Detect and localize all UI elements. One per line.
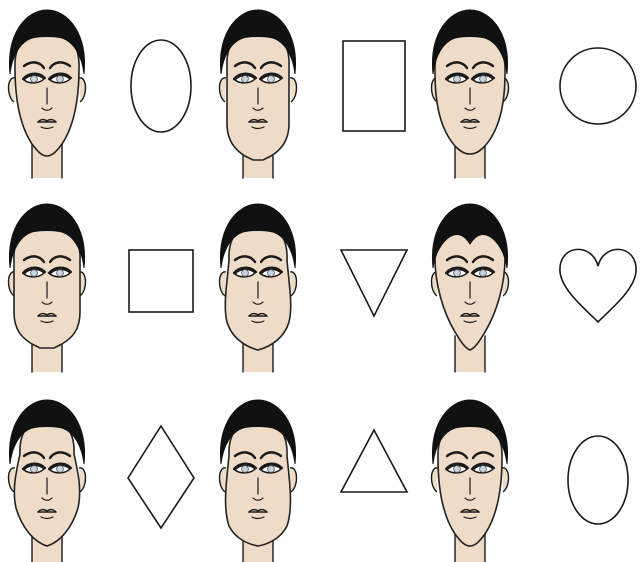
face-illustration-heart [431,204,508,372]
inverted-triangle-icon [341,250,407,316]
ear-right [79,78,86,102]
ear-right [290,78,297,102]
ear-left [8,78,15,102]
oval-icon [131,40,191,132]
iris-right [57,270,64,277]
heart-icon [560,249,636,322]
iris-right [268,466,275,473]
iris-right [480,270,487,277]
iris-left [242,76,249,83]
iris-right [57,466,64,473]
ear-left [219,468,226,492]
iris-left [454,466,461,473]
face-illustration-square [8,204,85,372]
iris-right [268,76,275,83]
iris-left [31,466,38,473]
iris-left [242,466,249,473]
ear-right [290,468,297,492]
face-illustration-triangle [219,204,296,372]
rectangle-icon [343,41,405,131]
iris-left [31,270,38,277]
square-icon [129,250,193,312]
face-illustration-round [431,10,508,178]
iris-right [268,270,275,277]
face-illustration-oval [8,10,85,178]
ear-left [219,272,226,296]
diamond-icon [128,426,194,528]
iris-right [480,76,487,83]
face-illustration-diamond [8,400,85,562]
ear-right [502,468,509,492]
iris-right [57,76,64,83]
face-illustration-triangle-base [219,400,296,562]
iris-right [480,466,487,473]
triangle-icon [341,430,407,492]
ear-left [219,78,226,102]
ear-left [431,468,438,492]
oval-icon [568,436,628,524]
face-illustration-rectangle [219,10,296,178]
ear-right [290,272,297,296]
circle-icon [560,48,636,124]
iris-left [454,270,461,277]
iris-left [31,76,38,83]
face-illustration-oblong-oval [431,400,508,562]
iris-left [242,270,249,277]
iris-left [454,76,461,83]
